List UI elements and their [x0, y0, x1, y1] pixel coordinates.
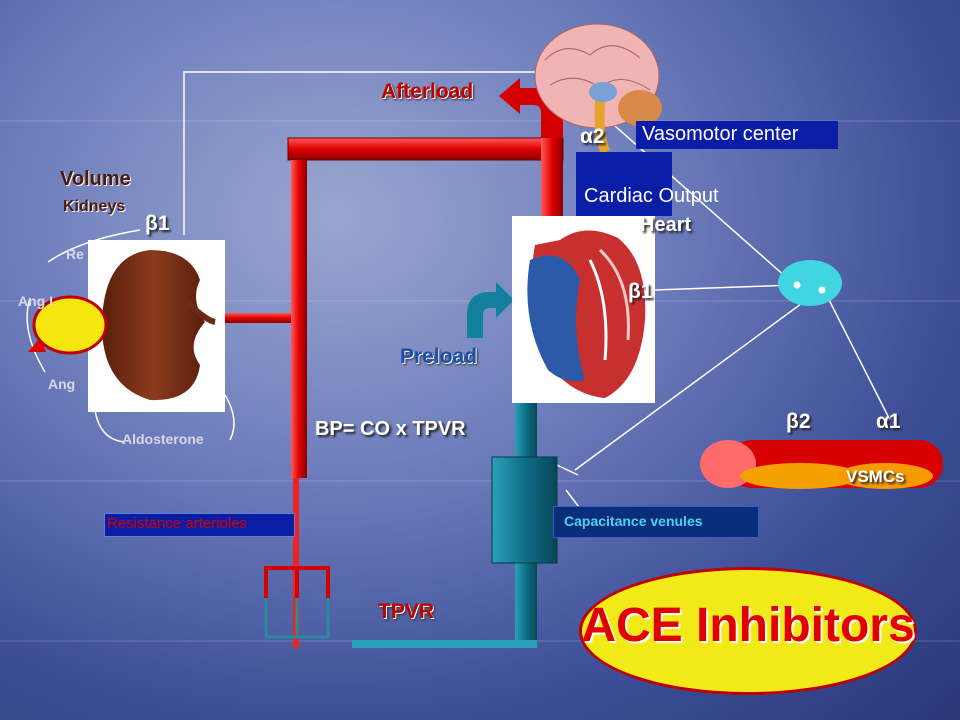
cardiac-output-box	[576, 152, 672, 216]
venous-system	[352, 282, 558, 648]
vasomotor-center-label: Vasomotor center	[642, 123, 799, 145]
capacitance-venules-box: Capacitance venules	[553, 506, 759, 538]
ang-ii-label: Ang	[48, 376, 76, 392]
tpvr-label: TPVR	[378, 600, 435, 623]
vsmc-vessel	[700, 440, 943, 489]
kidneys-label: Kidneys	[63, 198, 126, 215]
heart-icon	[512, 216, 655, 403]
ace-block-oval	[32, 295, 108, 355]
renin-label: Re	[66, 246, 84, 262]
beta2-label: β2	[786, 410, 811, 433]
kidney-icon	[88, 240, 225, 412]
preload-arrow	[467, 282, 514, 338]
resistance-arterioles-label: Resistance arterioles	[107, 515, 248, 532]
background-texture	[0, 480, 960, 482]
heart-label: Heart	[640, 214, 692, 236]
vasomotor-center-box: Vasomotor center	[636, 121, 838, 149]
alpha1-label: α1	[876, 410, 901, 433]
capacitance-venules-label: Capacitance venules	[564, 513, 703, 529]
background-texture	[0, 120, 960, 122]
alpha2-label: α2	[580, 125, 605, 148]
resistance-arterioles-box: Resistance arterioles	[104, 513, 295, 537]
ang-i-label: Ang I	[18, 293, 53, 309]
brain-icon	[534, 23, 662, 155]
cardiac-output-label: Cardiac Output	[584, 185, 719, 207]
aldosterone-label: Aldosterone	[122, 431, 204, 447]
bp-formula-label: BP= CO x TPVR	[315, 418, 466, 440]
receptor-node	[778, 260, 842, 306]
beta1-kidney-label: β1	[145, 212, 170, 235]
afterload-label: Afterload	[381, 80, 474, 103]
ace-inhibitors-oval	[579, 567, 917, 695]
volume-label: Volume	[60, 168, 131, 190]
preload-label: Preload	[400, 345, 478, 368]
beta1-heart-label: β1	[628, 280, 653, 303]
raas-cycle	[26, 229, 235, 443]
ace-inhibitors-title: ACE Inhibitors	[581, 599, 915, 652]
vsmcs-label: VSMCs	[846, 467, 905, 486]
